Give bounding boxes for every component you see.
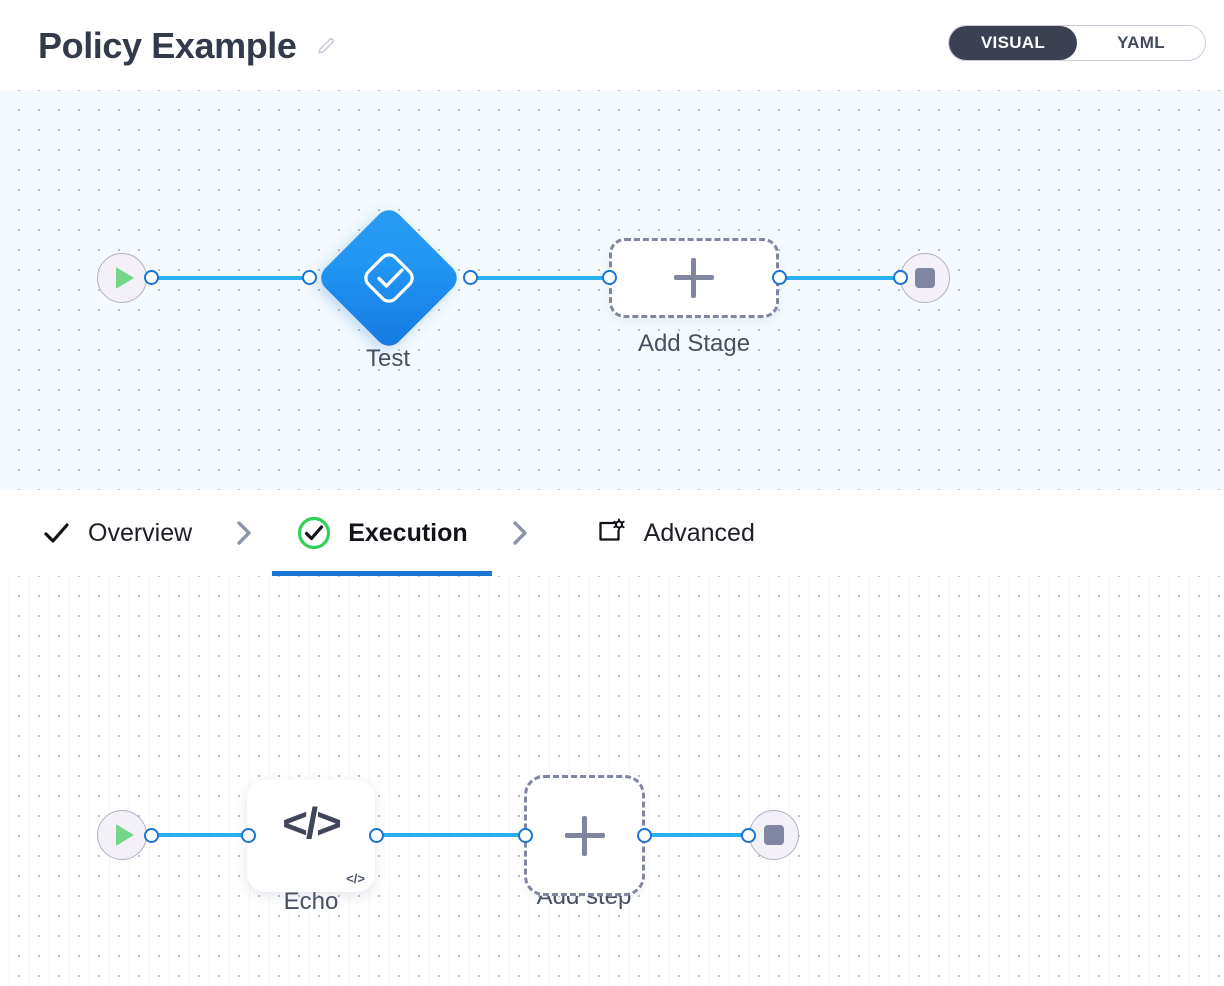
code-icon: </> [282, 799, 342, 848]
step-label-echo: Echo [283, 888, 339, 915]
stage-end-node[interactable] [900, 253, 950, 303]
step-edge-addstep-to-end [638, 833, 768, 837]
step-edge-echo-to-addstep [370, 833, 535, 837]
play-icon [116, 267, 134, 289]
step-canvas[interactable]: </> </> Echo Add step [0, 576, 1224, 986]
step-start-node[interactable] [97, 810, 147, 860]
page-title: Policy Example [38, 25, 297, 66]
tab-execution[interactable]: Execution [272, 490, 493, 576]
stage-port-start-out[interactable] [144, 270, 159, 285]
stage-port-addstage-in[interactable] [602, 270, 617, 285]
code-badge-icon: </> [346, 871, 365, 886]
step-port-start-out[interactable] [144, 828, 159, 843]
tab-overview[interactable]: Overview [0, 490, 216, 576]
step-edge-start-to-echo [150, 833, 260, 837]
tab-execution-label: Execution [348, 518, 468, 547]
step-port-addstep-in[interactable] [518, 828, 533, 843]
view-mode-toggle[interactable]: VISUAL YAML [948, 25, 1206, 61]
stage-canvas[interactable]: Test Add Stage [0, 90, 1224, 490]
stage-edge-start-to-test [150, 276, 315, 280]
play-icon [116, 824, 134, 846]
plus-icon [674, 258, 714, 298]
tab-overview-label: Overview [88, 518, 193, 547]
plus-icon [564, 815, 605, 856]
stop-icon [915, 268, 935, 288]
chevron-right-icon [216, 490, 272, 576]
title-group: Policy Example [38, 24, 337, 68]
chevron-right-icon-2 [492, 490, 548, 576]
section-tabs: Overview Execution [0, 490, 1224, 576]
stage-port-test-in[interactable] [302, 270, 317, 285]
stage-port-addstage-out[interactable] [772, 270, 787, 285]
tab-advanced[interactable]: Advanced [570, 490, 779, 576]
toggle-option-visual[interactable]: VISUAL [949, 26, 1077, 60]
tab-advanced-label: Advanced [643, 518, 755, 547]
step-end-node[interactable] [749, 810, 799, 860]
step-port-addstep-out[interactable] [637, 828, 652, 843]
toggle-option-yaml[interactable]: YAML [1117, 33, 1165, 52]
stage-start-node[interactable] [97, 253, 147, 303]
stage-port-end-in[interactable] [893, 270, 908, 285]
pencil-icon[interactable] [315, 35, 337, 57]
add-step-button[interactable] [524, 775, 645, 896]
check-icon [40, 517, 72, 549]
stage-label-test: Test [365, 345, 410, 372]
stop-icon [764, 825, 784, 845]
stage-edge-test-to-addstage [468, 276, 618, 280]
add-stage-label: Add Stage [637, 330, 751, 357]
step-port-end-in[interactable] [741, 828, 756, 843]
step-port-echo-out[interactable] [369, 828, 384, 843]
add-stage-button[interactable] [609, 238, 779, 318]
header-bar: Policy Example VISUAL YAML [0, 0, 1224, 90]
stage-node-test[interactable] [315, 204, 463, 352]
window-gear-icon [594, 516, 628, 550]
check-circle-icon [296, 515, 332, 551]
stage-port-test-out[interactable] [463, 270, 478, 285]
step-node-echo[interactable]: </> </> [247, 780, 375, 892]
stage-edge-addstage-to-end [778, 276, 903, 280]
step-port-echo-in[interactable] [241, 828, 256, 843]
